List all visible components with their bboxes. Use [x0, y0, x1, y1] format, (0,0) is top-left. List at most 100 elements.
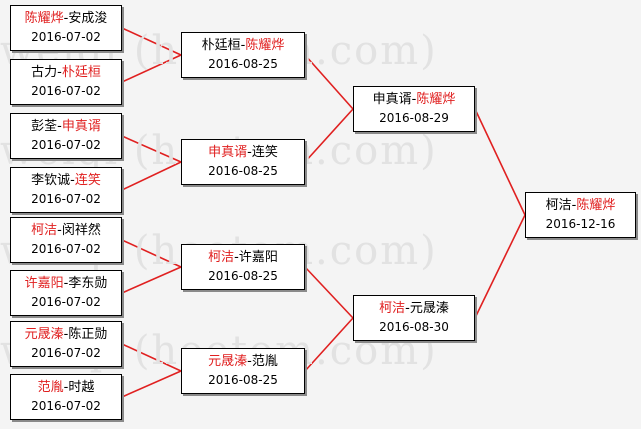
- bracket-connector: [304, 54, 354, 110]
- bracket-connector: [121, 161, 182, 191]
- match-box: 朴廷桓-陈耀烨 2016-08-25: [181, 32, 305, 78]
- bracket-connector: [474, 108, 526, 216]
- player-name: 范胤: [251, 354, 278, 369]
- match-box: 范胤-时越 2016-07-02: [10, 374, 122, 420]
- match-box: 李钦诚-连笑 2016-07-02: [10, 167, 122, 213]
- match-date: 2016-08-30: [379, 320, 449, 334]
- match-box: 陈耀烨-安成浚 2016-07-02: [10, 5, 122, 51]
- match-box: 申真谞-连笑 2016-08-25: [181, 139, 305, 185]
- match-box: 柯洁-元晟溱 2016-08-30: [353, 295, 475, 341]
- player-name: 申真谞: [372, 92, 412, 107]
- bracket-connector: [121, 27, 182, 56]
- match-players: 柯洁-闵祥然: [31, 221, 101, 240]
- vs-separator: -: [63, 327, 69, 342]
- player-name: 连笑: [74, 173, 101, 188]
- match-date: 2016-08-25: [208, 373, 278, 387]
- bracket-connector: [121, 370, 182, 398]
- vs-separator: -: [57, 119, 62, 134]
- bracket-connector: [121, 135, 182, 163]
- match-players: 元晟溱-范胤: [208, 352, 278, 371]
- vs-separator: -: [57, 223, 62, 238]
- match-box: 彭荃-申真谞 2016-07-02: [10, 113, 122, 159]
- match-date: 2016-08-25: [208, 57, 278, 71]
- player-name: 元晟溱: [409, 301, 449, 316]
- match-players: 柯洁-元晟溱: [379, 299, 449, 318]
- player-name: 柯洁: [379, 301, 406, 316]
- match-players: 柯洁-陈耀烨: [546, 196, 616, 215]
- match-players: 陈耀烨-安成浚: [25, 9, 108, 28]
- vs-separator: -: [57, 65, 62, 80]
- player-name: 朴廷桓: [201, 38, 241, 53]
- match-box: 许嘉阳-李东勋 2016-07-02: [10, 270, 122, 316]
- bracket-connector: [304, 266, 354, 319]
- vs-separator: -: [240, 38, 246, 53]
- vs-separator: -: [571, 198, 577, 213]
- match-players: 柯洁-许嘉阳: [208, 248, 278, 267]
- vs-separator: -: [63, 11, 69, 26]
- player-name: 陈耀烨: [24, 11, 64, 26]
- vs-separator: -: [63, 276, 69, 291]
- player-name: 彭荃: [31, 119, 58, 134]
- player-name: 陈耀烨: [576, 198, 616, 213]
- match-players: 彭荃-申真谞: [31, 117, 101, 136]
- player-name: 安成浚: [68, 11, 108, 26]
- vs-separator: -: [405, 301, 410, 316]
- match-date: 2016-07-02: [31, 346, 101, 360]
- match-players: 朴廷桓-陈耀烨: [202, 36, 285, 55]
- bracket-connector: [304, 317, 354, 372]
- match-date: 2016-08-25: [208, 269, 278, 283]
- match-box: 元晟溱-范胤 2016-08-25: [181, 348, 305, 394]
- match-box: 元晟溱-陈正勋 2016-07-02: [10, 321, 122, 367]
- match-box: 柯洁-许嘉阳 2016-08-25: [181, 244, 305, 290]
- match-players: 范胤-时越: [38, 378, 95, 397]
- bracket-connector: [121, 239, 182, 268]
- match-date: 2016-08-29: [379, 111, 449, 125]
- player-name: 元晟溱: [208, 354, 248, 369]
- vs-separator: -: [411, 92, 417, 107]
- vs-separator: -: [247, 354, 252, 369]
- player-name: 李钦诚: [31, 173, 71, 188]
- match-players: 古力-朴廷桓: [31, 63, 101, 82]
- match-box: 申真谞-陈耀烨 2016-08-29: [353, 86, 475, 132]
- vs-separator: -: [70, 173, 75, 188]
- match-players: 元晟溱-陈正勋: [25, 325, 108, 344]
- match-date: 2016-07-02: [31, 138, 101, 152]
- bracket-connector: [474, 214, 526, 319]
- match-date: 2016-07-02: [31, 295, 101, 309]
- player-name: 陈耀烨: [416, 92, 456, 107]
- player-name: 范胤: [37, 380, 64, 395]
- match-box: 柯洁-闵祥然 2016-07-02: [10, 217, 122, 263]
- match-box: 古力-朴廷桓 2016-07-02: [10, 59, 122, 105]
- match-date: 2016-07-02: [31, 399, 101, 413]
- player-name: 申真谞: [61, 119, 101, 134]
- match-players: 李钦诚-连笑: [31, 171, 101, 190]
- vs-separator: -: [63, 380, 69, 395]
- match-date: 2016-07-02: [31, 242, 101, 256]
- vs-separator: -: [234, 250, 239, 265]
- vs-separator: -: [247, 145, 252, 160]
- player-name: 柯洁: [208, 250, 235, 265]
- player-name: 许嘉阳: [24, 276, 64, 291]
- match-date: 2016-12-16: [545, 217, 616, 231]
- match-players: 申真谞-陈耀烨: [373, 90, 456, 109]
- player-name: 陈正勋: [68, 327, 108, 342]
- bracket-connector: [121, 343, 182, 372]
- match-date: 2016-07-02: [31, 30, 101, 44]
- match-box: 柯洁-陈耀烨 2016-12-16: [525, 192, 636, 238]
- match-players: 申真谞-连笑: [208, 143, 278, 162]
- player-name: 朴廷桓: [61, 65, 101, 80]
- player-name: 柯洁: [31, 223, 58, 238]
- player-name: 许嘉阳: [238, 250, 278, 265]
- match-players: 许嘉阳-李东勋: [25, 274, 108, 293]
- player-name: 柯洁: [545, 198, 572, 213]
- bracket-connector: [121, 54, 182, 83]
- bracket-connector: [304, 108, 354, 163]
- player-name: 李东勋: [68, 276, 108, 291]
- match-date: 2016-07-02: [31, 84, 101, 98]
- match-date: 2016-07-02: [31, 192, 101, 206]
- match-date: 2016-08-25: [208, 164, 278, 178]
- player-name: 元晟溱: [24, 327, 64, 342]
- player-name: 时越: [68, 380, 95, 395]
